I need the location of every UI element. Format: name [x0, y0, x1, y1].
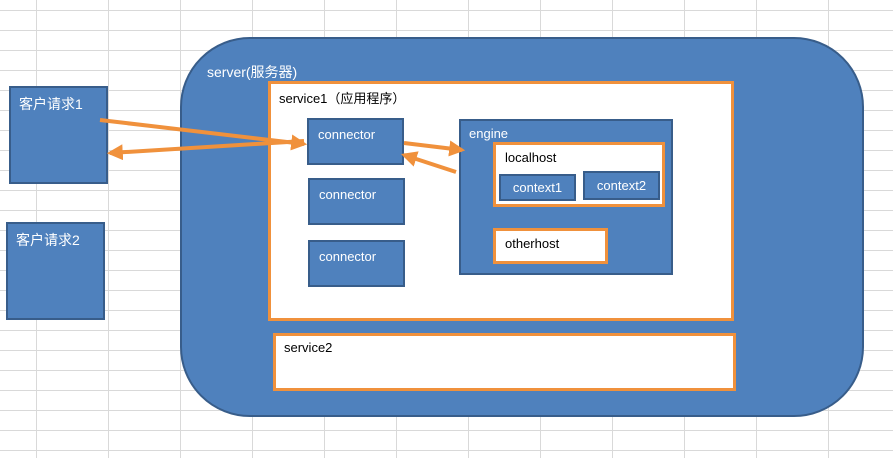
- engine-label: engine: [469, 126, 509, 141]
- context2-label: context2: [596, 178, 647, 193]
- connector-1: connector: [307, 118, 404, 165]
- client-request-2-label: 客户请求2: [16, 232, 80, 248]
- otherhost-label: otherhost: [505, 236, 560, 251]
- context1-box: context1: [499, 174, 576, 201]
- client-request-1: 客户请求1: [9, 86, 108, 184]
- connector-3: connector: [308, 240, 405, 287]
- otherhost-box: otherhost: [493, 228, 608, 264]
- service2-label: service2: [284, 340, 333, 355]
- context1-label: context1: [512, 180, 563, 195]
- client-request-2: 客户请求2: [6, 222, 105, 320]
- connector-2: connector: [308, 178, 405, 225]
- localhost-label: localhost: [505, 150, 557, 165]
- connector-3-label: connector: [319, 249, 377, 264]
- client-request-1-label: 客户请求1: [19, 96, 83, 112]
- connector-1-label: connector: [318, 127, 376, 142]
- service2-box: service2: [273, 333, 736, 391]
- server-label: server(服务器): [207, 64, 298, 80]
- context2-box: context2: [583, 171, 660, 200]
- connector-2-label: connector: [319, 187, 377, 202]
- service1-label: service1（应用程序）: [279, 91, 406, 106]
